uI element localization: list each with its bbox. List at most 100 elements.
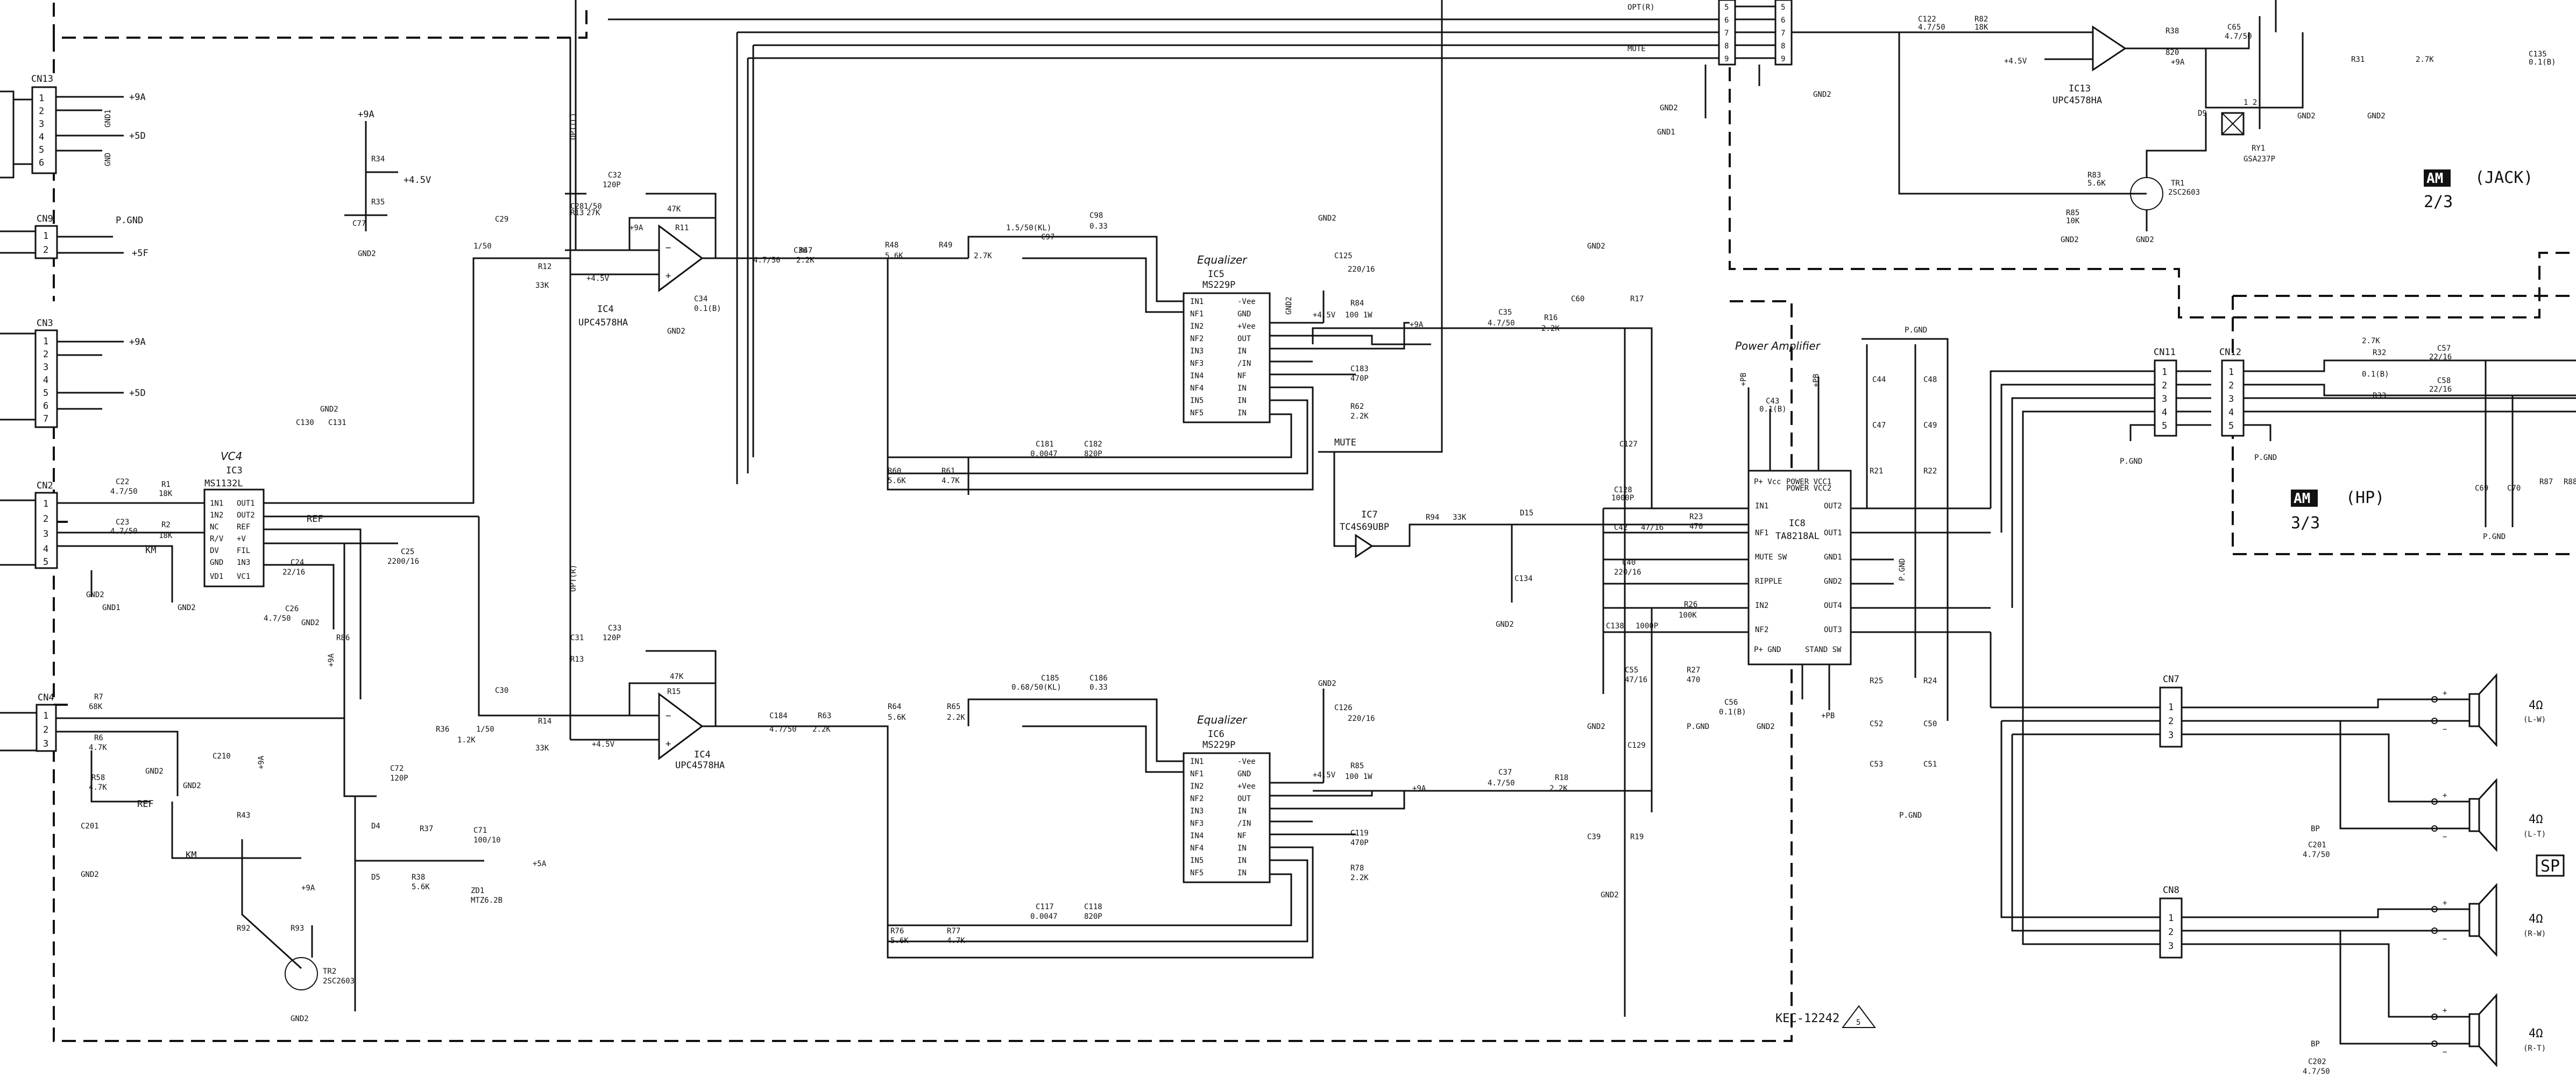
svg-text:1: 1 [2162,367,2167,378]
c34-label: C34 [694,295,707,303]
svg-text:NF2: NF2 [1190,335,1204,343]
speaker-icon [2468,1013,2480,1047]
net-label: OPT(R) [569,564,578,592]
r49-value: 2.7K [974,252,992,260]
ic-pin-label: OUT3 [1824,626,1842,634]
ic8-name: IC8 [1789,518,1806,529]
r24-label: R24 [1923,677,1937,685]
drawing-number: KEC-12242 [1775,1012,1839,1025]
am-badge: AM [2426,171,2443,187]
ic8-part: TA8218AL [1775,531,1820,542]
svg-text:IN: IN [1237,807,1247,816]
c201b-value: 4.7/50 [2303,851,2330,859]
ic-pin-label: NF2 [1755,626,1768,634]
cn3-pin: 1 [43,336,48,347]
r11-label: R11 [675,224,689,232]
r36-value: 1.2K [457,736,476,745]
r83-value: 5.6K [2087,179,2106,188]
c72-label: C72 [390,764,404,773]
r47-value: 2.2K [796,256,815,265]
ic-pin-label: STAND SW [1805,646,1842,654]
r61-label: R61 [942,467,955,476]
net-label: GND2 [1587,242,1605,251]
r38-value: 5.6K [412,883,430,891]
c118-label: C118 [1084,903,1102,911]
c135-value: 0.1(B) [2529,58,2556,67]
r12-value: 33K [535,281,549,290]
svg-text:+Vee: +Vee [1237,782,1256,791]
cn9-pin: 1 [43,231,48,242]
net-label: +9A [629,224,643,232]
speaker-minus: − [2443,725,2447,734]
r35-label: R35 [371,198,385,207]
svg-text:IN: IN [1237,844,1247,853]
r83-label: R83 [2087,171,2101,180]
net-label: +4.5V [1313,771,1336,780]
svg-text:3: 3 [2228,394,2234,405]
svg-text:NF1: NF1 [1190,310,1204,318]
svg-text:NF1: NF1 [1190,770,1204,778]
ic-pin-label: 1N3 [237,558,250,567]
cn4-label: CN4 [38,692,54,703]
speaker-position: (R-W) [2523,930,2546,938]
c181-label: C181 [1036,440,1054,449]
r23-value: 470 [1689,522,1703,531]
c42-value: 47/16 [1641,523,1664,532]
r26-label: R26 [1684,600,1697,609]
svg-text:/IN: /IN [1237,359,1251,368]
svg-text:IN5: IN5 [1190,396,1204,405]
c52-label: C52 [1870,720,1883,728]
r47-label: R47 [799,246,812,255]
r15-label: R15 [667,688,681,696]
cn12-label: CN12 [2219,347,2241,358]
c50-label: C50 [1923,720,1937,728]
r82-value: 18K [1975,23,1988,32]
ic3-part: MS1132L [204,478,243,489]
speaker-position: (L-W) [2523,715,2546,724]
r62-label: R62 [1350,402,1364,411]
reg-stub-top: +9A +4.5V R34 R35 C77 GND2 [344,109,431,258]
c28-value: 1/50 [584,202,602,211]
speaker-minus: − [2443,935,2447,944]
c138-value: 1000P [1636,622,1658,630]
speaker-plus: + [2443,791,2447,800]
ic-pin-label: IN2 [1755,601,1768,610]
connector-cn12: CN12 1 2 3 4 5 2.7K R32 0.1(B) R33 C57 2… [2219,337,2576,541]
svg-text:NF5: NF5 [1190,869,1204,877]
r13-label: R13 [570,209,584,217]
net-label: GND2 [1813,90,1831,99]
speaker-l-t: + − 4Ω (L-T) [2431,778,2546,852]
ic-pin-label: 1N1 [210,499,223,508]
net-label: +5D [129,131,146,141]
r27-label: R27 [1687,666,1700,675]
r1-value: 18K [159,490,173,498]
net-label: GND2 [1601,891,1619,899]
ic3-volume-control: VC4 IC3 MS1132L 1N1 1N2 NC R/V DV GND VD… [57,257,495,699]
r6-label: R6 [94,734,103,742]
ic7-part: TC4S69UBP [1340,522,1389,533]
svg-text:NF: NF [1237,372,1247,380]
svg-text:OUT: OUT [1237,795,1251,803]
net-label: GND2 [1587,722,1605,731]
r88-label: R88 [2564,478,2576,486]
net-label: +4.5V [592,740,615,749]
speaker-plus: + [2443,689,2447,698]
r92-label: R92 [237,924,250,933]
net-label: GND2 [667,327,685,336]
c184-value: 4.7/50 [769,725,797,734]
cn8-label: CN8 [2163,885,2179,896]
cn3-pin: 5 [43,388,48,399]
cn4-pin: 3 [43,739,48,749]
c130-label: C130 [296,419,314,427]
c184-label: C184 [769,712,788,720]
net-label: P.GND [2483,533,2506,541]
connector-cn2: CN2 1 2 3 4 5 [0,480,58,569]
c30-value: 1/50 [476,725,494,734]
svg-text:-Vee: -Vee [1237,297,1256,306]
cn9-label: CN9 [37,214,53,224]
svg-text:1: 1 [2168,913,2174,924]
net-label: P.GND [2254,454,2277,462]
c22-label: C22 [116,478,129,486]
c185-value: 0.68/50(KL) [1011,683,1061,692]
net-label: REF [307,514,323,525]
